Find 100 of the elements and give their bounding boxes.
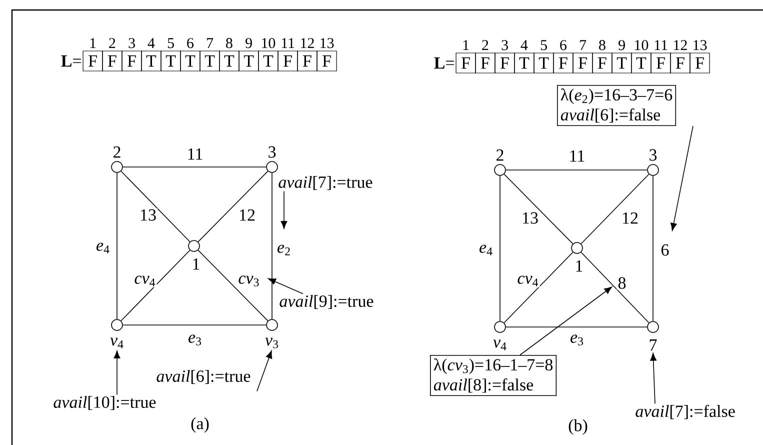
panel-caption: (b) — [568, 419, 588, 435]
index-number: 7 — [580, 40, 586, 50]
assignment-text: avail[9]:=true — [280, 294, 374, 310]
index-number: 13 — [320, 38, 334, 48]
graph-edge — [504, 252, 574, 324]
index-number: 8 — [226, 38, 232, 48]
index-number: 12 — [674, 40, 687, 50]
array-cell: T — [514, 52, 534, 74]
array-cell: T — [160, 50, 181, 72]
index-number: 2 — [482, 40, 488, 50]
edge-label: e$_{3}$ — [188, 334, 202, 346]
edge-label: e$_{4}$ — [480, 244, 492, 256]
index-number: 9 — [618, 40, 625, 50]
assignment-text: avail[6]:=true — [156, 370, 250, 384]
array-cell: T — [534, 52, 554, 74]
index-number: 2 — [109, 38, 116, 48]
graph-edge — [116, 172, 118, 320]
array-cell: T — [180, 50, 200, 72]
edge-label: cv$_{4}$ — [134, 276, 156, 286]
edge-label: 8 — [618, 277, 626, 289]
node-label: 1 — [576, 260, 582, 272]
array-cell: T — [141, 50, 162, 72]
edge-label: 6 — [662, 244, 669, 256]
graph-edge — [120, 250, 190, 322]
graph-edge — [198, 170, 268, 242]
index-number: 5 — [168, 38, 174, 48]
index-number: 3 — [502, 40, 508, 50]
graph-edge — [504, 174, 574, 244]
assignment-text: avail[7]:=false — [636, 404, 735, 420]
graph-edge — [580, 252, 650, 324]
array-cell: F — [122, 50, 142, 72]
edge-label: 12 — [240, 209, 255, 221]
node-label: 1 — [193, 258, 200, 270]
index-number: 4 — [148, 38, 155, 48]
node-label: 3 — [268, 146, 276, 158]
graph-edge — [506, 326, 648, 328]
node-label: 2 — [114, 146, 120, 158]
array-cell: F — [297, 50, 318, 72]
graph-edge — [120, 170, 190, 242]
index-number: 12 — [301, 38, 314, 48]
formula-box: λ(cv$_{3}$)=16–1–7=8 avail[8]:=false — [430, 355, 557, 396]
graph-edge — [198, 250, 268, 322]
assignment-text: avail[7]:=true — [278, 176, 372, 190]
node-label: v$_{3}$ — [265, 338, 278, 348]
index-number: 7 — [207, 38, 214, 48]
arrow — [256, 350, 272, 392]
node-label: 2 — [496, 149, 504, 161]
edge-label: 11 — [188, 148, 202, 160]
arrow — [114, 350, 120, 396]
array-cell: F — [494, 52, 515, 74]
graph-edge — [580, 174, 650, 244]
array-cell: F — [456, 52, 476, 74]
edge-label: e$_{3}$ — [570, 334, 584, 346]
array-cell: T — [258, 50, 278, 72]
index-number: 3 — [128, 38, 135, 48]
edge-label: cv$_{4}$ — [518, 276, 538, 286]
index-number: 6 — [187, 38, 194, 48]
array-cell: F — [650, 52, 671, 74]
panel-caption: (a) — [191, 417, 209, 433]
node-label: v$_{4}$ — [493, 340, 506, 350]
index-number: 13 — [694, 40, 707, 50]
array-cell: F — [592, 52, 612, 74]
index-number: 10 — [635, 40, 648, 50]
array-cell: F — [316, 50, 337, 72]
array-cell: F — [572, 52, 593, 74]
edge-label: e$_{2}$ — [278, 244, 290, 256]
index-number: 5 — [540, 40, 547, 50]
edge-label: 13 — [141, 209, 156, 221]
edge-label: 13 — [523, 212, 538, 224]
array-cell: T — [200, 50, 220, 72]
array-cell: F — [278, 50, 298, 72]
graph-edge — [652, 176, 654, 322]
array-cell: F — [690, 52, 710, 74]
arrow — [280, 190, 288, 229]
node-label: v$_{4}$ — [110, 338, 124, 348]
index-number: 6 — [560, 40, 567, 50]
arrow — [670, 126, 694, 231]
array-cell: T — [612, 52, 632, 74]
index-number: 9 — [246, 38, 252, 48]
index-number: 11 — [654, 40, 668, 50]
arrow — [650, 352, 657, 404]
graph-edge — [122, 166, 266, 168]
array-cell: F — [102, 50, 122, 72]
array-cell: F — [82, 50, 103, 72]
array-label: L= — [434, 57, 454, 69]
arrow — [520, 286, 612, 356]
arrow — [268, 278, 304, 294]
node-label: 3 — [650, 149, 657, 161]
assignment-text: avail[10]:=true — [54, 396, 156, 410]
array-cell: T — [238, 50, 259, 72]
index-number: 1 — [90, 38, 96, 48]
node-label: 7 — [650, 339, 657, 351]
array-label: L= — [61, 55, 81, 67]
formula-box: λ(e$_{2}$)=16–3–7=6 avail[6]:=false — [557, 85, 676, 126]
array-cell: F — [475, 52, 496, 74]
index-number: 8 — [599, 40, 606, 50]
array-cell: F — [670, 52, 690, 74]
edge-label: cv$_{3}$ — [238, 276, 259, 286]
edge-label: 11 — [570, 150, 584, 162]
index-number: 10 — [262, 38, 276, 48]
